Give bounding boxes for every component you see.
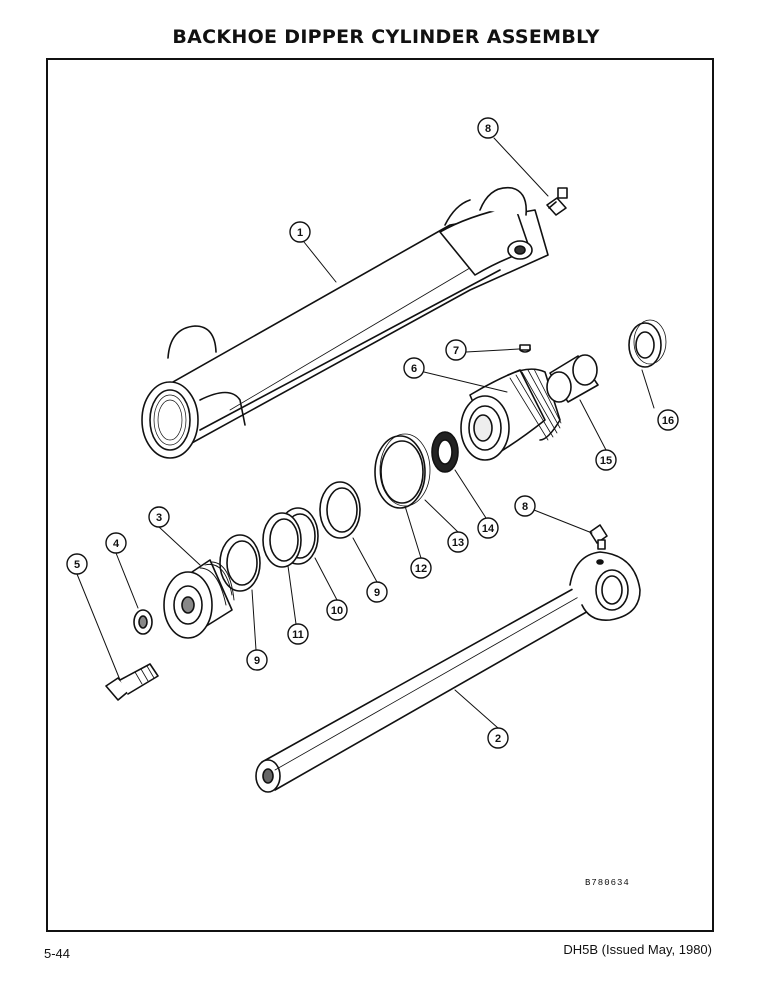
callout-8-lower: 8 [522, 501, 528, 513]
callout-10: 10 [331, 605, 343, 617]
callout-8-upper: 8 [485, 123, 491, 135]
callout-12: 12 [415, 563, 427, 575]
wear-ring-lower [219, 534, 261, 592]
grease-fitting-upper [546, 187, 568, 216]
callout-5: 5 [74, 559, 80, 571]
bushing [546, 354, 599, 403]
callout-circles [66, 117, 679, 749]
piston [163, 559, 235, 639]
wear-ring-upper [319, 481, 361, 539]
callout-1: 1 [297, 227, 303, 239]
callout-14: 14 [482, 523, 495, 535]
callout-6: 6 [411, 363, 417, 375]
diagram-frame [46, 58, 714, 932]
bolt [105, 663, 159, 701]
wiper-seal [628, 319, 667, 368]
callout-16: 16 [662, 415, 674, 427]
washer [133, 609, 153, 635]
set-screw [519, 344, 531, 353]
piston-o-ring [262, 512, 302, 568]
callout-2: 2 [495, 733, 501, 745]
callout-9-lower: 9 [254, 655, 260, 667]
callout-11: 11 [292, 629, 304, 641]
callout-4: 4 [113, 538, 120, 550]
document-id: DH5B (Issued May, 1980) [563, 942, 712, 957]
callout-9-upper: 9 [374, 587, 380, 599]
page-title: BACKHOE DIPPER CYLINDER ASSEMBLY [172, 26, 600, 48]
callout-15: 15 [600, 455, 612, 467]
rod-seal [431, 431, 459, 473]
callout-13: 13 [452, 537, 464, 549]
piston-rod [255, 551, 641, 793]
page-number: 5-44 [44, 946, 71, 961]
callout-3: 3 [156, 512, 162, 524]
head-o-ring [374, 433, 431, 509]
grease-fitting-lower [589, 524, 608, 550]
cylinder-head [460, 368, 562, 461]
drawing-number: B780634 [585, 878, 630, 888]
callout-7: 7 [453, 345, 459, 357]
cylinder-barrel [141, 186, 549, 459]
leader-lines [76, 137, 655, 729]
